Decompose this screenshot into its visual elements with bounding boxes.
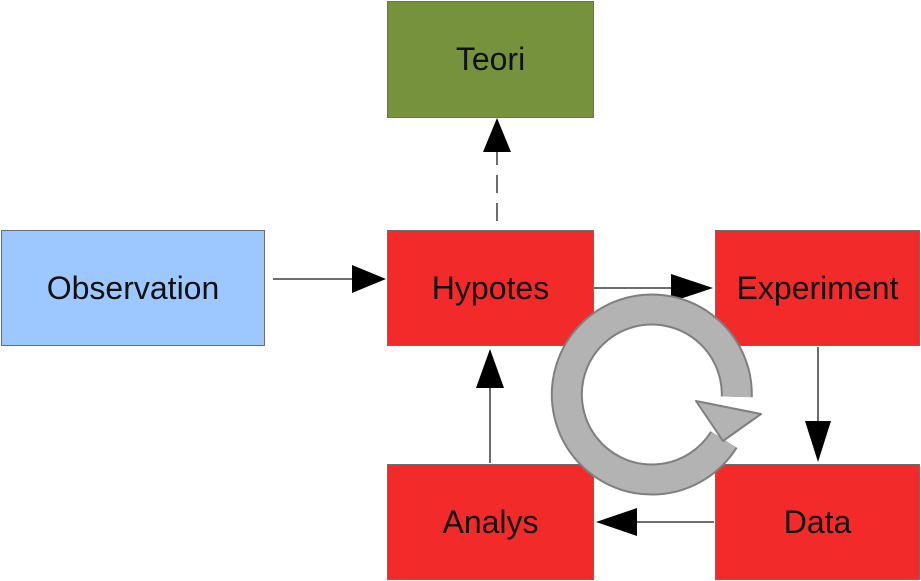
edge-experiment-to-data: [805, 347, 831, 462]
node-observation: Observation: [1, 230, 265, 346]
node-experiment: Experiment: [715, 230, 920, 346]
node-data: Data: [715, 464, 920, 580]
node-analys-label: Analys: [442, 503, 539, 540]
node-teori-label: Teori: [455, 41, 526, 77]
node-teori: Teori: [387, 1, 594, 118]
edge-analys-to-hypotes: [476, 349, 504, 463]
node-observation-label: Observation: [46, 269, 220, 306]
edge-hypotes-to-experiment: [594, 274, 713, 302]
edge-observation-to-hypotes: [273, 265, 386, 293]
node-analys: Analys: [387, 464, 594, 580]
node-data-label: Data: [783, 503, 852, 540]
node-experiment-label: Experiment: [736, 269, 899, 306]
edge-data-to-analys: [596, 508, 714, 536]
edge-hypotes-to-teori: [483, 118, 511, 221]
node-hypotes: Hypotes: [387, 230, 594, 346]
node-hypotes-label: Hypotes: [431, 269, 550, 306]
